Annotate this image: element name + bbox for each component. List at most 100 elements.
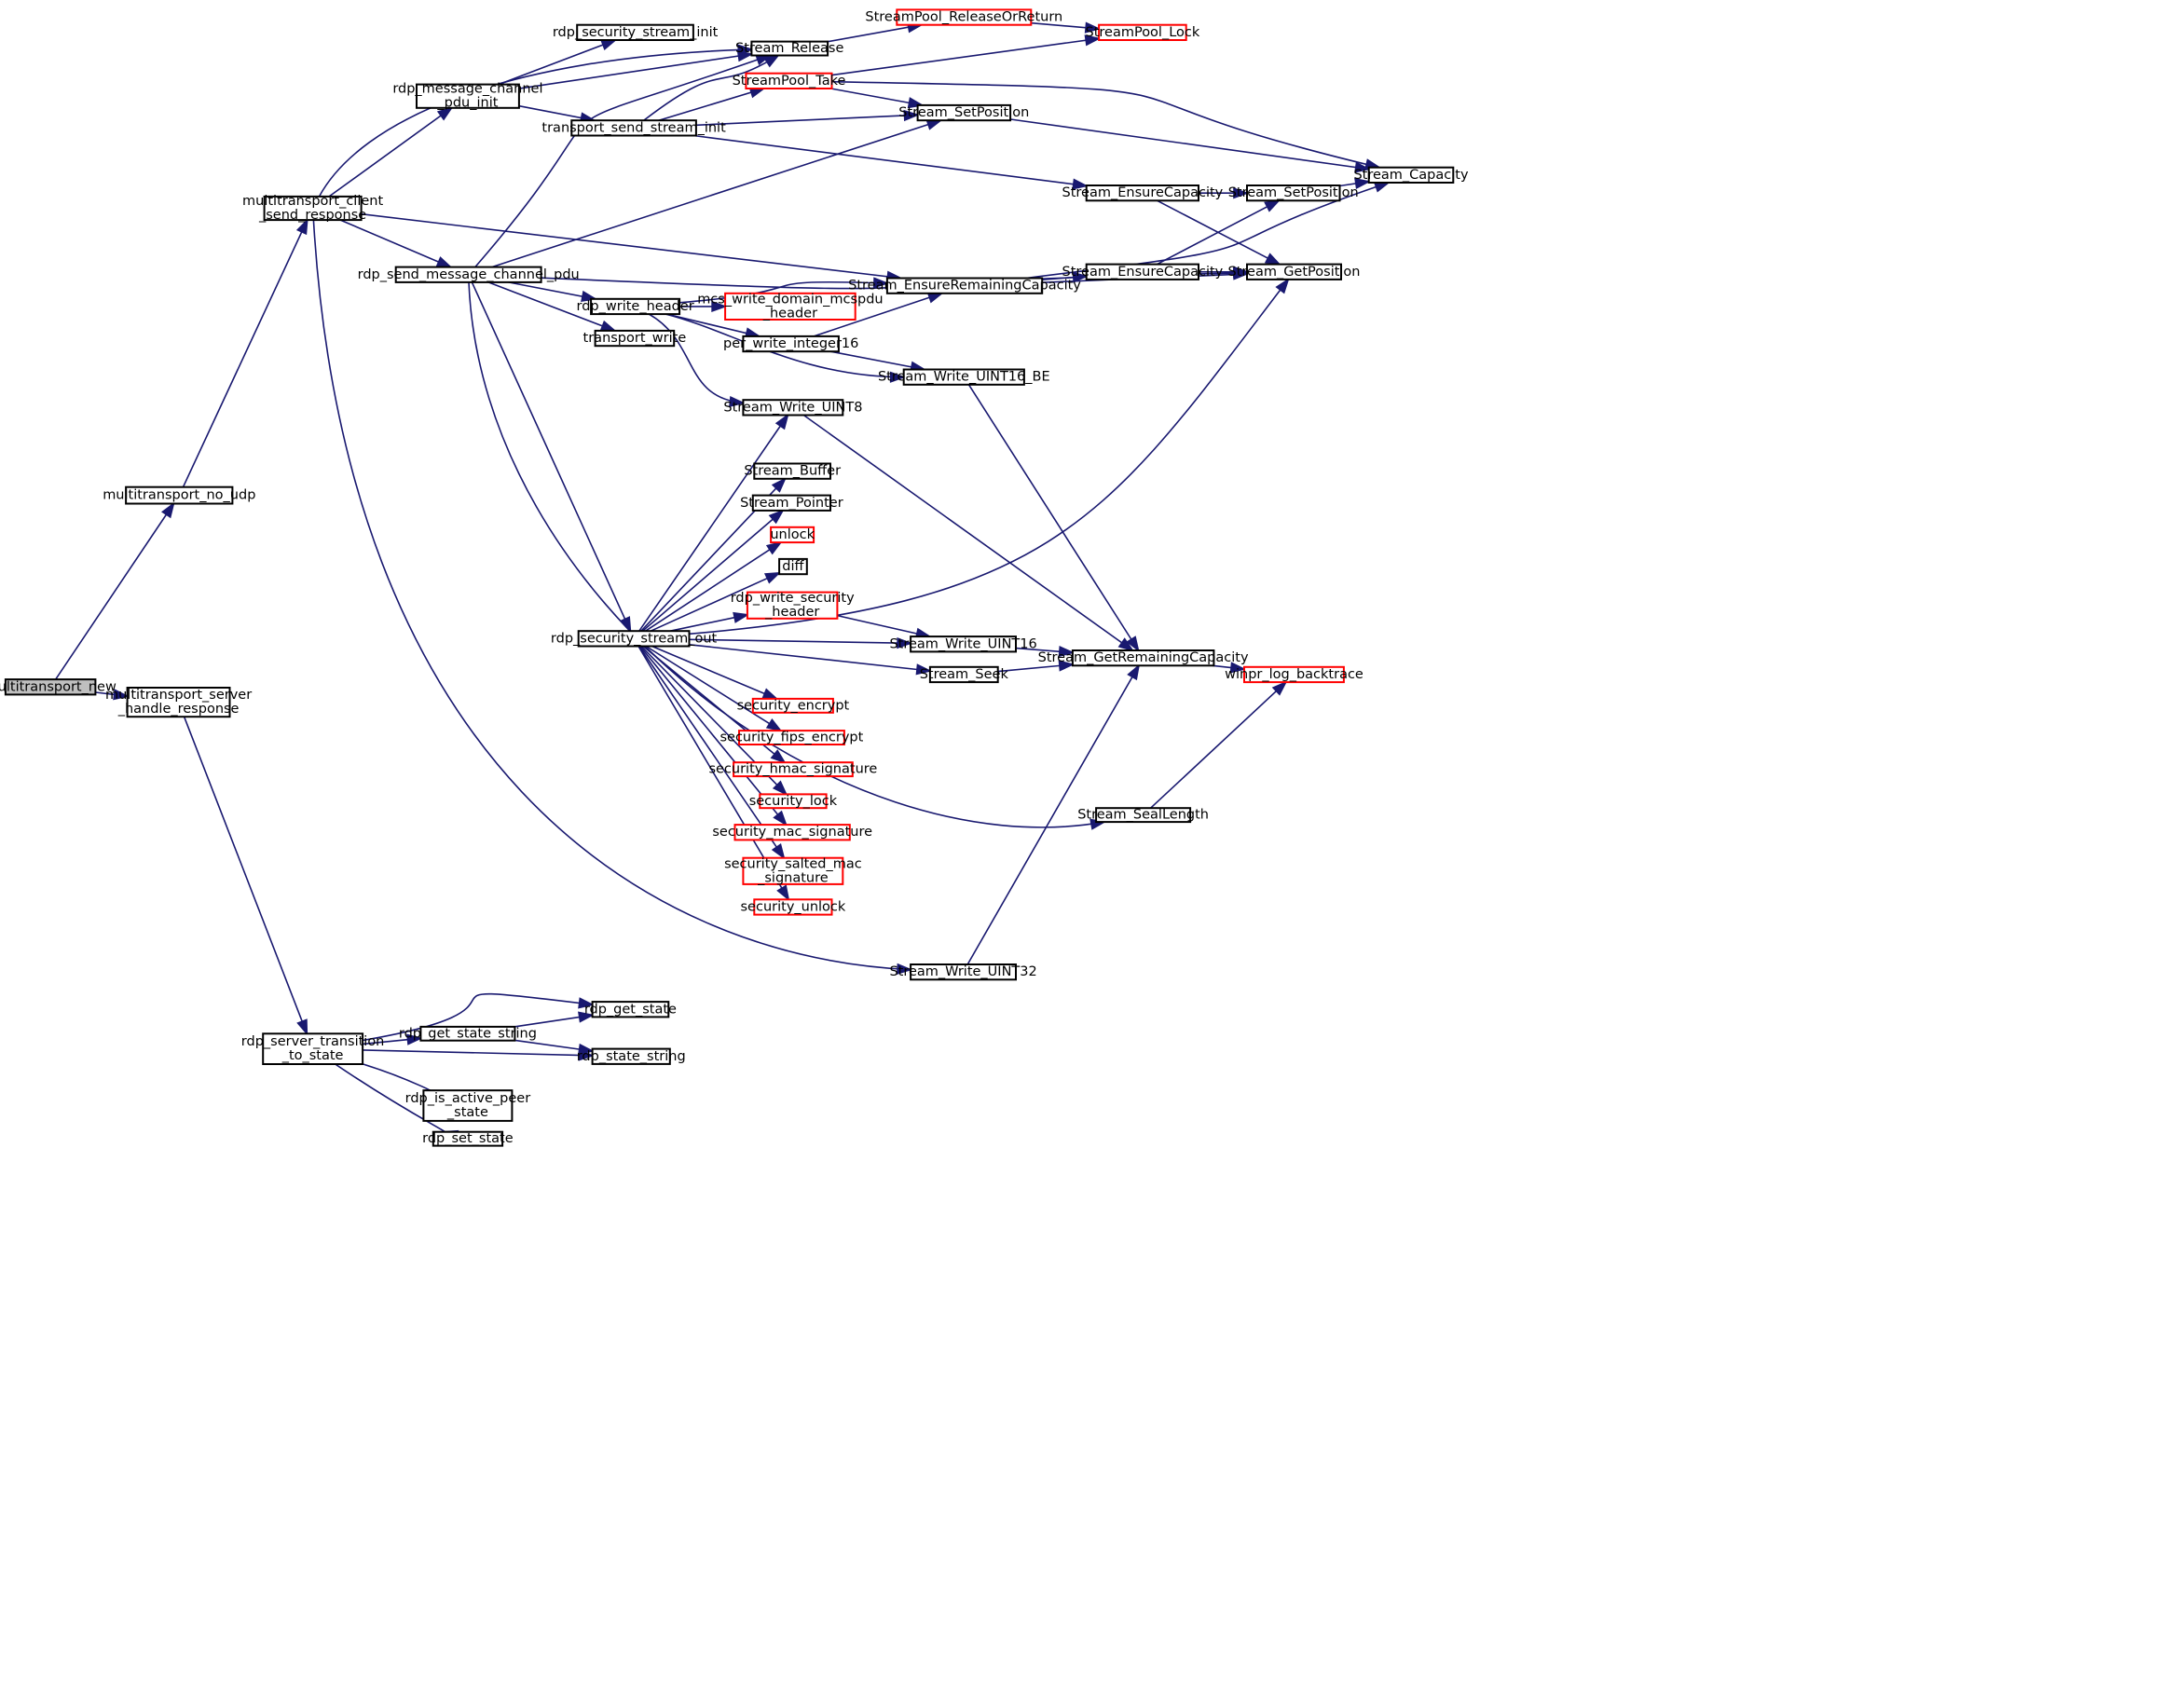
node-rdp-server-transition-to-state[interactable]: rdp_server_transition_to_state — [241, 1032, 385, 1066]
node-box — [928, 665, 999, 684]
node-box — [770, 526, 815, 544]
edge-transport_send_stream_init-to-Stream_SetPosition_a — [695, 109, 920, 127]
node-rdp-is-active-peer-state[interactable]: rdp_is_active_peer_state — [405, 1089, 531, 1122]
arrowhead — [915, 663, 933, 676]
node-stream-ensurecapacity-b[interactable]: Stream_EnsureCapacity — [1062, 263, 1224, 280]
node-multitransport-client-send-response[interactable]: multitransport_client_send_response — [242, 194, 383, 223]
node-streampool-take[interactable]: StreamPool_Take — [733, 72, 846, 89]
node-rdp-message-channel-pdu-init[interactable]: rdp_message_channel_pdu_init — [392, 82, 542, 111]
edge-rdp_security_stream_out-to-Stream_Seek — [689, 644, 933, 676]
node-box — [262, 1032, 364, 1066]
node-stream-release[interactable]: Stream_Release — [735, 40, 843, 57]
node-stream-ensurecapacity-a[interactable]: Stream_EnsureCapacity — [1062, 184, 1224, 202]
node-box — [591, 1047, 671, 1065]
node-label: rdp_state_string — [577, 1049, 686, 1064]
node-stream-write-uint32[interactable]: Stream_Write_UINT32 — [889, 963, 1037, 981]
node-stream-getposition[interactable]: Stream_GetPosition — [1227, 263, 1361, 280]
edge-multitransport_client_send_response-to-rdp_message_channel_pdu_init — [328, 106, 454, 198]
node-stream-write-uint16-be[interactable]: Stream_Write_UINT16_BE — [878, 368, 1050, 386]
node-rdp-state-string[interactable]: rdp_state_string — [577, 1047, 686, 1065]
node-label: rdp_write_header — [577, 299, 694, 314]
node-label: Stream_SetPosition — [1228, 185, 1359, 200]
node-label: multitransport_client — [242, 194, 383, 209]
node-diff[interactable]: diff — [778, 557, 808, 576]
node-label: transport_write — [583, 331, 687, 346]
edge-Stream_SetPosition_b-to-Stream_Capacity — [1339, 178, 1372, 190]
edge-multitransport_no_udp-to-multitransport_client_send_response — [182, 217, 308, 488]
node-stream-pointer[interactable]: Stream_Pointer — [740, 494, 843, 512]
node-box — [738, 730, 845, 745]
node-box — [746, 591, 839, 620]
node-unlock[interactable]: unlock — [770, 526, 815, 544]
node-rdp-get-state[interactable]: rdp_get_state — [584, 1001, 677, 1018]
node-box — [742, 399, 844, 417]
arrowhead — [296, 1018, 308, 1036]
node-multitransport-no-udp[interactable]: multitransport_no_udp — [103, 485, 255, 505]
node-transport-send-stream-init[interactable]: transport_send_stream_init — [541, 119, 726, 137]
node-label: per_write_integer16 — [723, 336, 858, 351]
edge-multitransport_server_handle_response-to-rdp_server_transition_to_state — [183, 716, 308, 1036]
node-stream-capacity[interactable]: Stream_Capacity — [1353, 166, 1469, 184]
node-label: Stream_Write_UINT8 — [723, 400, 862, 415]
arrowhead — [1058, 660, 1076, 672]
node-rdp-security-stream-init[interactable]: rdp_security_stream_init — [553, 23, 719, 41]
node-rdp-send-message-channel-pdu[interactable]: rdp_send_message_channel_pdu — [358, 266, 580, 283]
node-rdp-get-state-string[interactable]: rdp_get_state_string — [399, 1025, 537, 1042]
arrowhead — [772, 780, 788, 797]
edge-rdp_security_stream_out-to-Stream_Write_UINT16 — [689, 636, 913, 649]
node-stream-seek[interactable]: Stream_Seek — [920, 665, 1009, 684]
node-streampool-lock[interactable]: StreamPool_Lock — [1086, 23, 1200, 41]
arrowhead — [436, 106, 454, 121]
node-label: rdp_get_state — [584, 1002, 677, 1017]
node-stream-buffer[interactable]: Stream_Buffer — [744, 462, 841, 480]
edge-rdp_message_channel_pdu_init-to-rdp_security_stream_init — [498, 39, 618, 86]
node-stream-seallength[interactable]: Stream_SealLength — [1077, 807, 1209, 824]
node-box — [751, 494, 831, 512]
node-stream-write-uint8[interactable]: Stream_Write_UINT8 — [723, 399, 862, 417]
node-per-write-integer16[interactable]: per_write_integer16 — [723, 335, 858, 353]
node-stream-getremainingcapacity[interactable]: Stream_GetRemainingCapacity — [1038, 649, 1249, 667]
node-multitransport-new[interactable]: multitransport_new — [0, 678, 116, 696]
node-rdp-set-state[interactable]: rdp_set_state — [422, 1130, 514, 1147]
edge-multitransport_new-to-multitransport_server_handle_response — [95, 689, 130, 701]
edge-multitransport_new-to-multitransport_no_udp — [55, 501, 175, 680]
node-security-salted-mac-signature[interactable]: security_salted_mac_signature — [724, 856, 862, 885]
node-label: _header — [764, 605, 819, 620]
node-security-mac-signature[interactable]: security_mac_signature — [712, 824, 872, 841]
node-streampool-releaseorreturn[interactable]: StreamPool_ReleaseOrReturn — [865, 8, 1062, 26]
node-security-encrypt[interactable]: security_encrypt — [737, 697, 850, 714]
node-security-lock[interactable]: security_lock — [749, 793, 838, 810]
arrowhead — [161, 501, 175, 519]
node-stream-ensureremainingcapacity[interactable]: Stream_EnsureRemainingCapacity — [848, 277, 1081, 294]
node-security-unlock[interactable]: security_unlock — [741, 898, 846, 916]
node-rdp-write-header[interactable]: rdp_write_header — [577, 297, 694, 316]
node-stream-setposition-b[interactable]: Stream_SetPosition — [1228, 184, 1359, 202]
node-stream-setposition-a[interactable]: Stream_SetPosition — [898, 103, 1029, 122]
node-security-fips-encrypt[interactable]: security_fips_encrypt — [719, 730, 864, 745]
arrowhead — [1084, 34, 1102, 47]
node-rdp-write-security-header[interactable]: rdp_write_security_header — [731, 591, 855, 620]
node-box — [733, 761, 854, 778]
edge-rdp_security_stream_out-to-security_salted_mac_signature — [638, 646, 786, 860]
edge-rdp_send_message_channel_pdu-to-Stream_SetPosition_a — [491, 118, 943, 268]
edge-rdp_security_stream_out-to-rdp_write_security_header — [669, 611, 750, 632]
node-mcs-write-domain-mcspdu-header[interactable]: mcs_write_domain_mcspdu_header — [697, 292, 883, 321]
node-label: security_mac_signature — [712, 825, 872, 840]
node-stream-write-uint16[interactable]: Stream_Write_UINT16 — [889, 635, 1037, 653]
arrowhead — [763, 54, 781, 68]
edge-StreamPool_ReleaseOrReturn-to-StreamPool_Lock — [1031, 21, 1102, 34]
node-label: Stream_Seek — [920, 667, 1009, 682]
node-transport-write[interactable]: transport_write — [583, 329, 687, 348]
edge-rdp_get_state_string-to-rdp_state_string — [514, 1039, 595, 1056]
node-rdp-security-stream-out[interactable]: rdp_security_stream_out — [551, 630, 718, 648]
edge-transport_send_stream_init-to-Stream_EnsureCapacity_a — [692, 134, 1089, 190]
node-label: security_hmac_signature — [708, 762, 877, 777]
node-winpr-log-backtrace[interactable]: winpr_log_backtrace — [1225, 665, 1363, 684]
arrowhead — [765, 718, 783, 732]
edge-rdp_server_transition_to_state-to-rdp_state_string — [363, 1049, 595, 1061]
node-box — [125, 485, 234, 505]
node-multitransport-server-handle-response[interactable]: multitransport_server_handle_response — [105, 687, 252, 718]
arrowhead — [1275, 278, 1290, 294]
node-security-hmac-signature[interactable]: security_hmac_signature — [708, 761, 877, 778]
node-box — [1367, 166, 1455, 184]
